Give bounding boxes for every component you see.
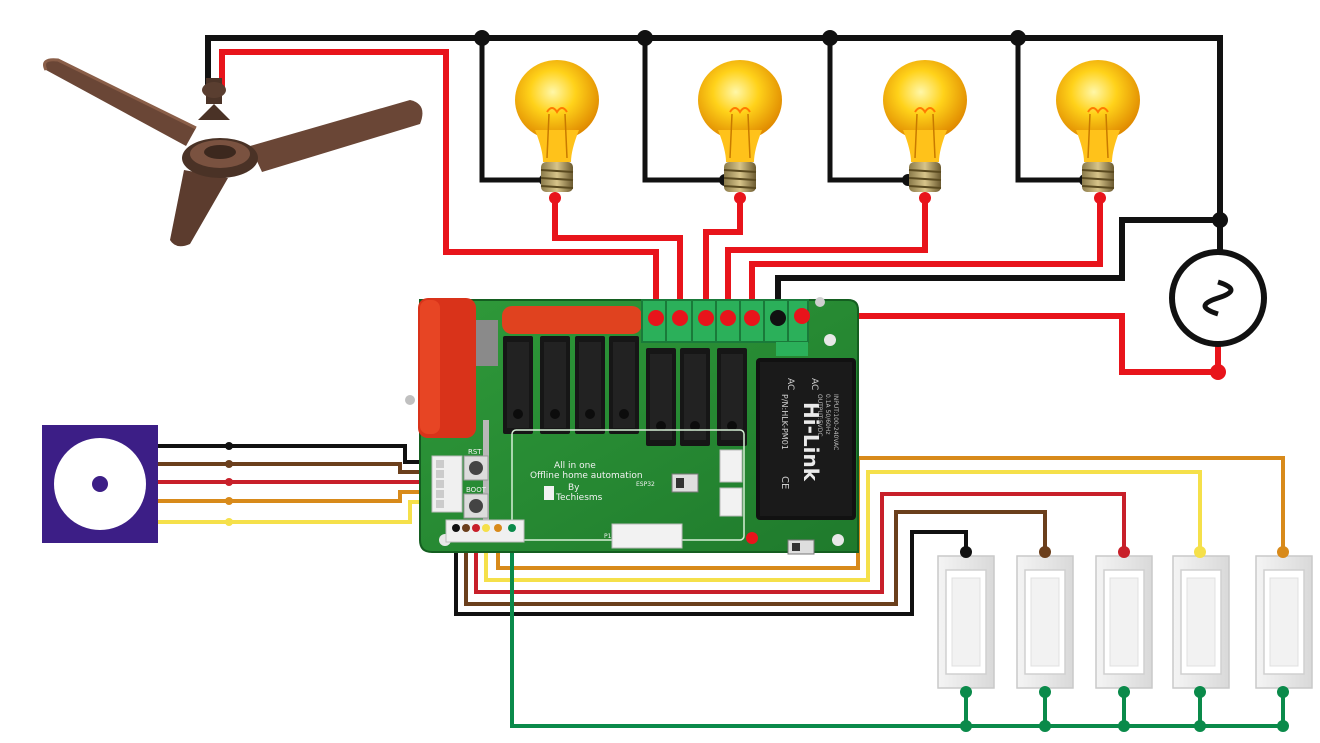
light-bulb-icon — [514, 59, 600, 193]
neutral-wire — [205, 35, 1223, 220]
power-module-ce: CE — [779, 476, 790, 489]
power-module-ac-1: AC — [785, 378, 795, 390]
neutral-drop-bulb-2 — [642, 38, 725, 183]
ir-wire-yellow — [158, 500, 438, 524]
live-wire-source — [802, 313, 1221, 375]
board-logo — [544, 486, 554, 500]
switch-wire-4 — [484, 470, 1202, 582]
power-module-spec-2: 0.1A 50/60Hz — [824, 394, 831, 435]
pcb-board: Hi-Link P/N:HLK-PM01 INPUT:100-240VAC 0.… — [405, 297, 859, 555]
switch-wire-1 — [454, 528, 968, 616]
board-line-3: By — [568, 483, 580, 493]
p1-label: P1 — [604, 533, 612, 540]
boot-button[interactable] — [463, 493, 489, 519]
rst-label: RST — [468, 448, 482, 456]
live-wire-fan — [219, 49, 659, 318]
wall-switch-icon[interactable] — [1016, 555, 1074, 689]
switch-header — [445, 519, 525, 543]
power-module-ac-2: AC — [809, 378, 819, 390]
power-module-model: P/N:HLK-PM01 — [780, 394, 789, 450]
light-bulb-icon — [882, 59, 968, 193]
capacitor — [418, 298, 476, 438]
boot-label: BOOT — [466, 486, 487, 494]
wall-switch-icon[interactable] — [1095, 555, 1153, 689]
switch-wire-2 — [464, 510, 1047, 606]
status-led — [746, 532, 758, 544]
rst-button[interactable] — [463, 455, 489, 481]
neutral-drop-bulb-4 — [1015, 38, 1085, 183]
neutral-drop-bulb-1 — [479, 38, 545, 183]
board-line-2: Offline home automation — [530, 471, 643, 481]
power-module: Hi-Link P/N:HLK-PM01 INPUT:100-240VAC 0.… — [756, 358, 856, 520]
ir-wire-brown — [158, 462, 438, 474]
light-bulb-icon — [697, 59, 783, 193]
ir-header — [431, 455, 463, 513]
board-line-4: Techiesms — [555, 493, 603, 503]
relay-icon — [503, 336, 533, 434]
ceiling-fan-icon — [43, 58, 423, 247]
esp-label: ESP32 — [636, 481, 655, 488]
live-wire-bulb-3 — [725, 198, 928, 318]
relay-icon — [540, 336, 570, 434]
switch-terminals — [960, 546, 1289, 698]
wall-switch-icon[interactable] — [1255, 555, 1313, 689]
common-wire — [510, 528, 1283, 728]
ac-source-icon — [1169, 249, 1267, 347]
ir-wire-orange — [158, 490, 438, 503]
neutral-drop-bulb-3 — [827, 38, 908, 183]
mode-switch[interactable] — [671, 473, 699, 493]
board-line-1: All in one — [554, 461, 596, 471]
live-wire-bulb-1 — [552, 198, 683, 318]
power-module-brand: Hi-Link — [799, 402, 823, 482]
neutral-to-board — [775, 217, 1220, 318]
power-module-spec-3: OUTPUT:5VDC — [816, 394, 823, 437]
ir-receiver-icon — [42, 425, 158, 543]
relay-icon — [609, 336, 639, 434]
power-module-spec-1: INPUT:100-240VAC — [832, 394, 839, 450]
relay-icon — [646, 348, 676, 446]
power-switch[interactable] — [787, 539, 815, 555]
wall-switch-icon[interactable] — [1172, 555, 1230, 689]
wall-switch-icon[interactable] — [937, 555, 995, 689]
relay-icon — [680, 348, 710, 446]
relay-icon — [575, 336, 605, 434]
live-wire-bulb-2 — [703, 198, 743, 318]
live-wire-bulb-4 — [749, 198, 1103, 318]
light-bulb-icon — [1055, 59, 1141, 193]
switch-wire-3 — [474, 492, 1126, 594]
fuse — [502, 306, 642, 334]
ir-wire-black — [158, 444, 438, 464]
terminal-blocks — [641, 299, 810, 356]
